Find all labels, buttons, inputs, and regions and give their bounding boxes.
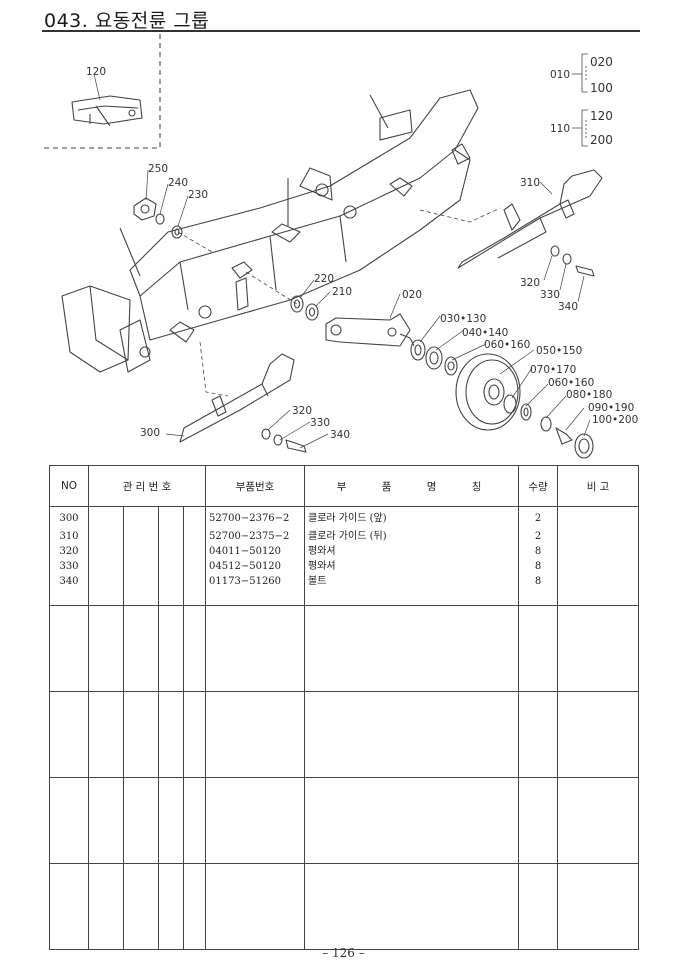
table-row: 320 04011−50120 평와셔 8: [49, 543, 640, 559]
table-row: 340 01173−51260 볼트 8: [49, 573, 640, 606]
callout-060-160-a: 060•160: [484, 339, 530, 351]
row-no: 340: [49, 573, 89, 606]
table-row: 300 52700−2376−2 클로라 가이드 (앞) 2: [49, 506, 640, 529]
row-part-name: 클로라 가이드 (뒤): [304, 528, 520, 544]
callout-340-b: 340: [330, 429, 350, 441]
row-no: 330: [49, 558, 89, 574]
row-qty: 2: [518, 528, 559, 544]
legend-020: 020: [590, 55, 613, 69]
callout-080-180: 080•180: [566, 389, 612, 401]
callout-250: 250: [148, 163, 168, 175]
callout-230: 230: [188, 189, 208, 201]
callout-120: 120: [86, 66, 106, 78]
header-no: NO: [49, 465, 89, 507]
row-part-no: 01173−51260: [205, 573, 306, 606]
row-no: 310: [49, 528, 89, 544]
callout-020: 020: [402, 289, 422, 301]
legend-100: 100: [590, 81, 613, 95]
legend-200: 200: [590, 133, 613, 147]
page-number: – 126 –: [322, 946, 365, 960]
row-qty: 8: [518, 543, 559, 559]
main-frame: [61, 89, 479, 373]
roller-guide-300: [179, 353, 307, 453]
callout-090-190: 090•190: [588, 402, 634, 414]
callout-030-130: 030•130: [440, 313, 486, 325]
header-management-no: 관 리 번 호: [87, 465, 207, 507]
callout-330-a: 330: [540, 289, 560, 301]
table-empty-block: [49, 691, 640, 778]
page-title: 043. 요동전륜 그룹: [44, 10, 210, 32]
row-part-name: 클로라 가이드 (앞): [304, 506, 520, 529]
table-empty-block: [49, 863, 640, 950]
callout-040-140: 040•140: [462, 327, 508, 339]
header-qty: 수량: [518, 465, 559, 507]
table-empty-block: [49, 777, 640, 864]
callout-300: 300: [140, 427, 160, 439]
row-qty: 8: [518, 558, 559, 574]
callout-310: 310: [520, 177, 540, 189]
row-no: 320: [49, 543, 89, 559]
table-row: 330 04512−50120 평와셔 8: [49, 558, 640, 574]
callout-pointers: [93, 73, 591, 449]
idler-wheel-stack: [410, 339, 594, 459]
row-qty: 2: [518, 506, 559, 529]
header-part-no: 부품번호: [205, 465, 306, 507]
header-remarks: 비 고: [557, 465, 640, 507]
callout-220: 220: [314, 273, 334, 285]
row-part-no: 04011−50120: [205, 543, 306, 559]
callout-060-160-b: 060•160: [548, 377, 594, 389]
title-rule: [42, 30, 640, 32]
part-120-bracket: [71, 95, 143, 127]
washers-220-210: [290, 295, 319, 321]
inset-border: [44, 34, 161, 149]
callout-340-a: 340: [558, 301, 578, 313]
fasteners-250-230: [133, 197, 183, 239]
row-part-no: 52700−2376−2: [205, 506, 306, 529]
callout-240: 240: [168, 177, 188, 189]
table-row: 310 52700−2375−2 클로라 가이드 (뒤) 2: [49, 528, 640, 544]
legend-010: 010: [550, 69, 570, 81]
callout-320-a: 320: [520, 277, 540, 289]
swing-arm-020: [325, 313, 415, 347]
parts-table: NO 관 리 번 호 부품번호 부 품 명 칭 수량 비 고 300 52700…: [49, 465, 640, 950]
roller-guide-310: [457, 169, 603, 277]
leader-lines: [177, 207, 501, 397]
callout-100-200: 100•200: [592, 414, 638, 426]
row-part-name: 볼트: [304, 573, 520, 606]
table-header-row: NO 관 리 번 호 부품번호 부 품 명 칭 수량 비 고: [49, 465, 640, 507]
callout-320-b: 320: [292, 405, 312, 417]
exploded-parts-diagram: 120 250 240 230 220 210 020 030•130 040•…: [44, 34, 638, 459]
callout-210: 210: [332, 286, 352, 298]
row-part-name: 평와셔: [304, 558, 520, 574]
legend-110: 110: [550, 123, 570, 135]
row-qty: 8: [518, 573, 559, 606]
row-part-no: 52700−2375−2: [205, 528, 306, 544]
callout-labels: 120 250 240 230 220 210 020 030•130 040•…: [86, 55, 638, 441]
row-no: 300: [49, 506, 89, 529]
callout-050-150: 050•150: [536, 345, 582, 357]
callout-330-b: 330: [310, 417, 330, 429]
table-empty-block: [49, 605, 640, 692]
assembly-legend-brackets: [572, 53, 588, 147]
callout-070-170: 070•170: [530, 364, 576, 376]
row-part-name: 평와셔: [304, 543, 520, 559]
legend-120: 120: [590, 109, 613, 123]
row-part-no: 04512−50120: [205, 558, 306, 574]
header-part-name: 부 품 명 칭: [304, 465, 520, 507]
